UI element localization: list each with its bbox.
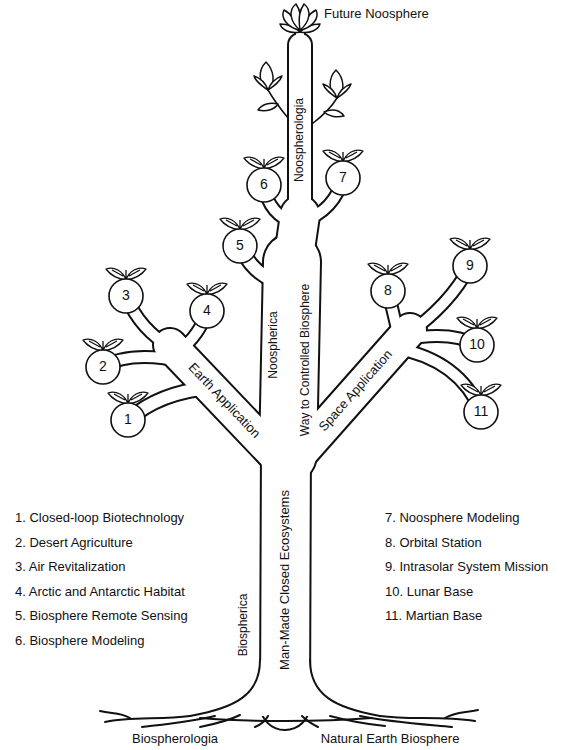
- fruit-circle: 1: [110, 402, 146, 438]
- fruit-outline: [86, 350, 120, 384]
- stem-fill: [289, 45, 311, 225]
- callout-number: 5: [236, 238, 244, 253]
- callout-number: 3: [122, 288, 130, 303]
- fruit-circle: 11: [463, 394, 499, 430]
- fruit-circle: 7: [325, 160, 361, 196]
- fruit-circle: 2: [85, 349, 121, 385]
- root: [445, 710, 478, 718]
- crown-label: Future Noosphere: [324, 7, 429, 22]
- legend-item: 6. Biosphere Modeling: [15, 634, 144, 649]
- fruit-circle: 4: [189, 293, 225, 329]
- ground-label: Biospherologia: [132, 732, 218, 747]
- fruit-leaves: [83, 150, 501, 404]
- branch-outline: [103, 28, 481, 705]
- leaf: [258, 103, 278, 111]
- sepal: [323, 84, 337, 98]
- legend-item: 4. Arctic and Antarctic Habitat: [15, 584, 185, 599]
- sepal: [254, 76, 268, 90]
- branch-label: Space Application: [316, 347, 396, 434]
- callout-number: 4: [203, 303, 211, 318]
- fruit-circle: 5: [222, 228, 258, 264]
- fruit-outline: [223, 229, 257, 263]
- fruit-outline: [326, 161, 360, 195]
- stem-label: Noospherologia: [293, 98, 307, 182]
- fruit-outline: [371, 274, 405, 308]
- fruit-outline: [453, 249, 487, 283]
- trunk-flare-edge: [310, 660, 380, 716]
- root: [105, 716, 190, 722]
- legend-item: 10. Lunar Base: [385, 584, 473, 599]
- fruit-outline: [111, 403, 145, 437]
- fruit-outline: [190, 294, 224, 328]
- fruit-circle: 9: [452, 248, 488, 284]
- side-label: Biospherica: [237, 594, 251, 657]
- fruit-outline: [247, 168, 281, 202]
- fruit-outline: [464, 395, 498, 429]
- sepal: [268, 76, 282, 90]
- fruit-outline: [460, 328, 494, 362]
- callout-number: 1: [124, 412, 132, 427]
- trunk-flare-edge: [190, 660, 260, 716]
- branch-label: Earth Application: [185, 361, 263, 442]
- legend-item: 1. Closed-loop Biotechnology: [15, 511, 184, 526]
- root: [330, 716, 385, 726]
- branch-fill: [103, 28, 481, 705]
- flower: [280, 4, 320, 33]
- legend-item: 2. Desert Agriculture: [15, 535, 133, 550]
- callout-number: 11: [474, 404, 489, 419]
- sepal: [337, 84, 351, 98]
- fruit-circle: 8: [370, 273, 406, 309]
- ground-label: Natural Earth Biosphere: [321, 732, 460, 747]
- fruit-circle: 10: [459, 327, 495, 363]
- legend-item: 9. Intrasolar System Mission: [385, 560, 548, 575]
- stem-label: Way to Controlled Biosphere: [299, 284, 313, 436]
- callout-number: 7: [339, 170, 347, 185]
- petal: [299, 4, 309, 30]
- legend-item: 7. Noosphere Modeling: [385, 511, 519, 526]
- legend-item: 11. Martian Base: [385, 609, 482, 624]
- stem-label: Noospherica: [267, 311, 281, 378]
- leaf: [324, 110, 344, 117]
- callout-number: 9: [466, 258, 474, 273]
- fruit-outline: [109, 279, 143, 313]
- callout-number: 8: [384, 283, 392, 298]
- callout-number: 2: [99, 359, 107, 374]
- roots: [100, 660, 478, 727]
- callout-number: 6: [260, 177, 268, 192]
- trunk-label: Man-Made Closed Ecosystems: [278, 490, 293, 670]
- root: [100, 711, 130, 718]
- fruit-circle: 6: [246, 167, 282, 203]
- fruit-circle: 3: [108, 278, 144, 314]
- stem-outline: [287, 45, 313, 225]
- legend-item: 8. Orbital Station: [385, 535, 482, 550]
- legend-item: 5. Biosphere Remote Sensing: [15, 609, 188, 624]
- callout-number: 10: [469, 337, 485, 352]
- legend-item: 3. Air Revitalization: [15, 560, 126, 575]
- root: [380, 716, 475, 721]
- root: [200, 718, 372, 721]
